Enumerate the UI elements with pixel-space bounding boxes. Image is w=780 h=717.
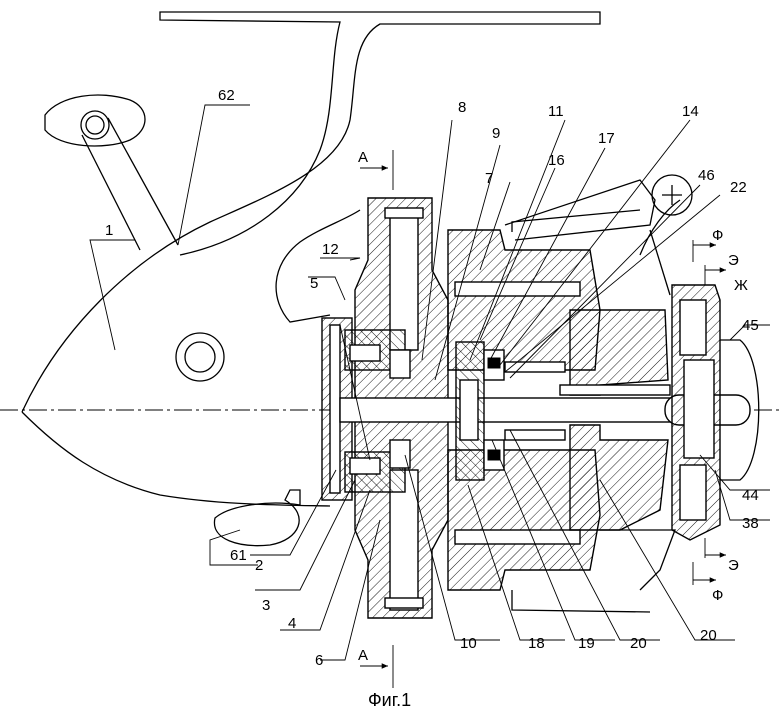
rear-housing [569,309,676,591]
callout-38: 38 [742,515,759,532]
callout-62: 62 [218,87,235,104]
callout-14: 14 [682,103,699,120]
section-mark-e-bottom: Э [728,557,739,574]
callout-20: 20 [700,627,717,644]
section-mark-f-top: Ф [712,227,723,244]
callout-17: 18 [528,635,545,652]
callout-18: 19 [578,635,595,652]
callout-9: 9 [492,125,500,142]
reel-body [21,11,601,547]
callout-46: 46 [698,167,715,184]
callout-4: 4 [288,615,296,632]
section-mark-e-top: Э [728,252,739,269]
gear-train [455,341,671,481]
leader-lines [89,104,770,661]
callout-19: 20 [630,635,647,652]
callout-11: 11 [548,103,564,120]
callout-10: 10 [460,635,477,652]
callout-6: 6 [315,652,323,669]
callout-5: 5 [310,275,318,292]
figure-caption: Фиг.1 [368,690,411,710]
callout-61: 61 [230,547,247,564]
callout-8: 8 [458,99,466,116]
section-mark-f-bottom: Ф [712,587,723,604]
callout-1: 1 [105,222,113,239]
section-mark-a-bottom: А [358,647,368,664]
callout-16: 17 [598,130,615,147]
callout-45: 45 [742,317,759,334]
section-lines-right [692,240,726,585]
spool-cup [447,209,651,613]
callout-15: 16 [548,152,565,169]
callout-44: 44 [742,487,759,504]
callout-3: 3 [262,597,270,614]
callout-22: 22 [730,179,747,196]
drag-assembly [504,174,760,541]
section-mark-a-top: А [358,149,368,166]
callout-2: 2 [255,557,263,574]
callout-7: 7 [485,170,493,187]
section-mark-zh: Ж [734,277,748,294]
section-line-a [360,150,394,688]
callout-12: 12 [322,241,339,258]
